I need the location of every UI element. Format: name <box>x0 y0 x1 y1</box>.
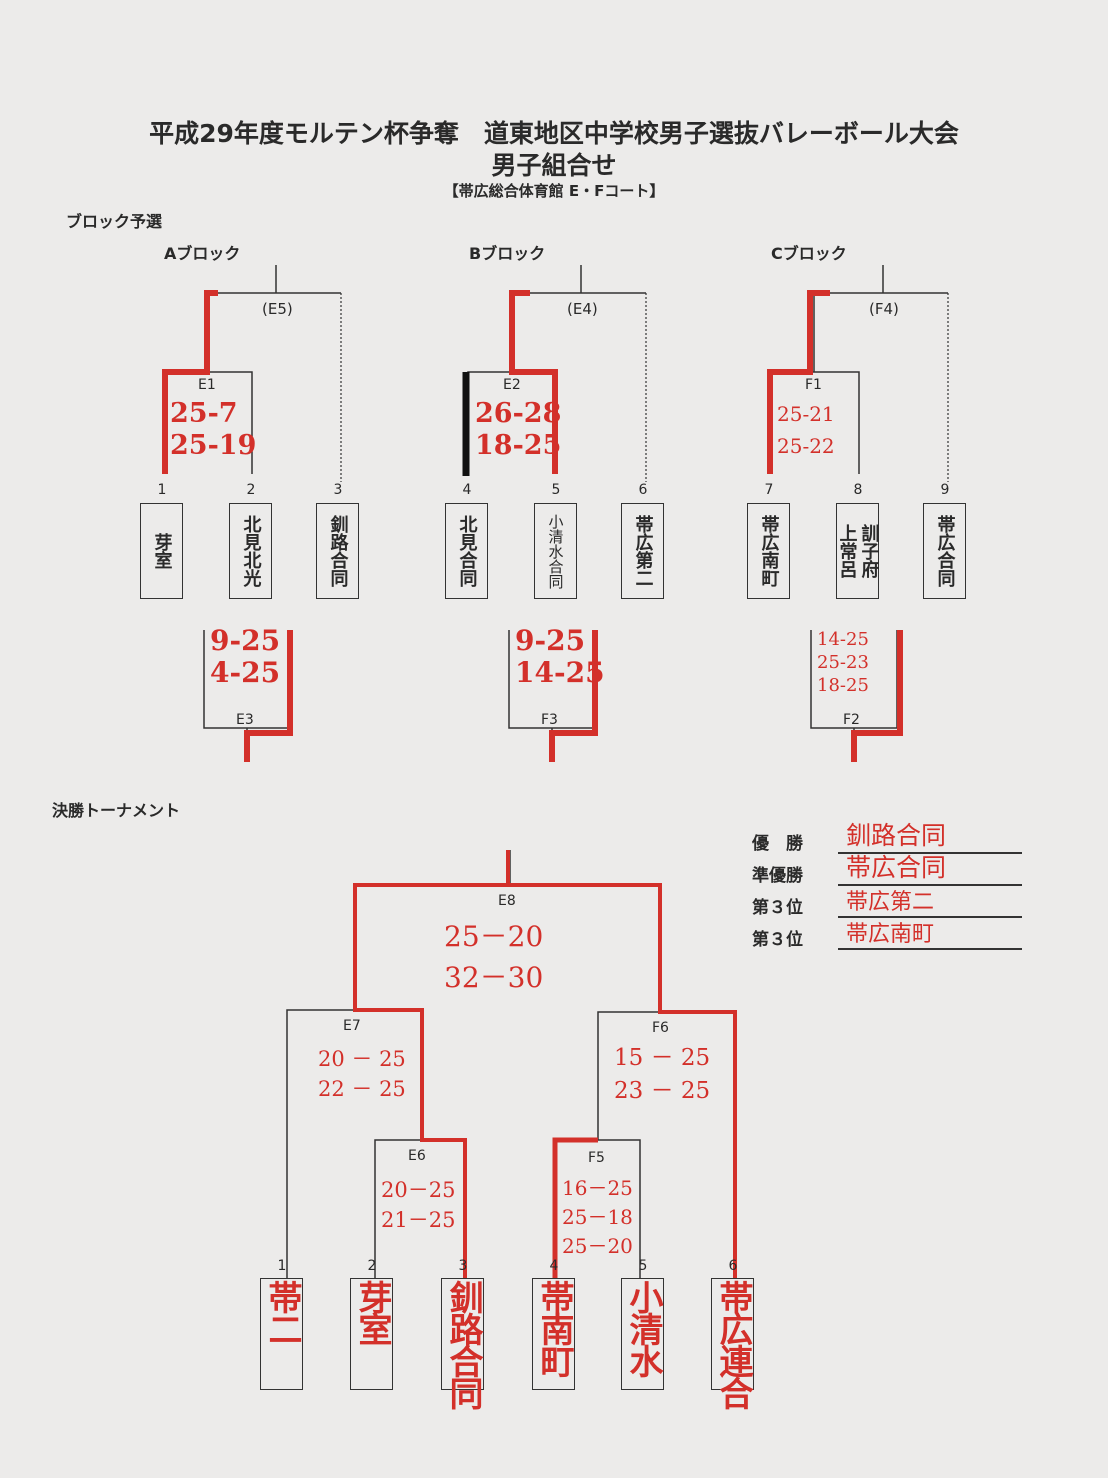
match-score: 15 － 25 23 － 25 <box>614 1045 711 1105</box>
document-subtitle: 男子組合せ <box>491 151 617 180</box>
match-label: F5 <box>588 1150 605 1166</box>
team-box <box>260 1278 303 1390</box>
winner-path <box>244 630 293 762</box>
rank-label: 優 勝 <box>752 834 803 854</box>
winner-path <box>851 630 903 762</box>
winner-path <box>509 290 558 474</box>
team-number: 2 <box>367 1258 377 1274</box>
team-number: 4 <box>549 1258 559 1274</box>
match-label: E1 <box>198 377 216 393</box>
block-name: Bブロック <box>469 244 546 263</box>
match-label: E3 <box>236 712 254 728</box>
team-box <box>441 1278 484 1390</box>
document-title: 平成29年度モルテン杯争奪 道東地区中学校男子選抜バレーボール大会 <box>149 119 959 148</box>
results-table: 優 勝釧路合同 準優勝帯広合同 第３位帯広第二 第３位帯広南町 <box>752 821 1022 950</box>
team-box <box>350 1278 393 1390</box>
match-label: F2 <box>843 712 860 728</box>
team-box: 北見北光 <box>229 503 272 599</box>
winner-path <box>767 290 830 474</box>
team-number: 1 <box>277 1258 287 1274</box>
team-number: 6 <box>728 1258 738 1274</box>
team-number: 4 <box>462 482 472 498</box>
winner-path <box>552 1137 598 1278</box>
winner-path <box>549 630 598 762</box>
match-label: F6 <box>652 1020 669 1036</box>
rank-team: 帯広合同 <box>838 848 1022 886</box>
team-box: 釧路合同 <box>316 503 359 599</box>
team-box: 帯広南町 <box>747 503 790 599</box>
team-box <box>711 1278 754 1390</box>
match-label: E2 <box>503 377 521 393</box>
match-score: 25－20 32－30 <box>444 920 544 994</box>
team-name: 小清水 <box>623 1280 663 1376</box>
match-score: 14-25 25-23 18-25 <box>817 629 869 696</box>
match-label: (E4) <box>567 300 598 318</box>
match-label: E8 <box>498 893 516 909</box>
venue: 【帯広総合体育館 E・Fコート】 <box>443 182 665 200</box>
rank-team: 帯広南町 <box>838 916 1022 950</box>
team-number: 9 <box>940 482 950 498</box>
team-name: 芽室 <box>352 1280 392 1344</box>
match-label: (F4) <box>869 300 899 318</box>
match-label: E7 <box>343 1018 361 1034</box>
team-name: 帯南町 <box>534 1280 574 1376</box>
match-score: 16－25 25－18 25－20 <box>562 1176 633 1258</box>
winner-path <box>353 850 510 1278</box>
team-box: 芽室 <box>140 503 183 599</box>
team-number: 1 <box>157 482 167 498</box>
match-score: 20 － 25 22 － 25 <box>318 1047 406 1102</box>
match-score: 26-28 18-25 <box>475 398 562 461</box>
rank-team: 帯広第二 <box>838 884 1022 918</box>
match-label: (E5) <box>262 300 293 318</box>
block-name: Cブロック <box>771 244 847 263</box>
match-score: 25-21 25-22 <box>777 402 835 458</box>
match-label: F1 <box>805 377 822 393</box>
winner-path <box>508 883 737 1278</box>
team-number: 6 <box>638 482 648 498</box>
rank-label: 準優勝 <box>752 866 803 886</box>
team-box: 小清水合同 <box>534 503 577 599</box>
match-label: F3 <box>541 712 558 728</box>
team-box: 帯広第二 <box>621 503 664 599</box>
team-name: 釧路合同 <box>443 1280 483 1408</box>
winner-path <box>162 290 218 474</box>
team-number: 2 <box>246 482 256 498</box>
team-number: 3 <box>458 1258 468 1274</box>
team-number: 7 <box>764 482 774 498</box>
block-name: Aブロック <box>164 244 241 263</box>
team-box: 北見合同 <box>445 503 488 599</box>
team-box: 訓子府 上常呂 <box>836 503 880 599</box>
team-name: 帯広連合 <box>713 1280 753 1408</box>
match-score: 9-25 14-25 <box>515 624 605 689</box>
rank-team: 釧路合同 <box>838 816 1022 854</box>
team-number: 5 <box>638 1258 648 1274</box>
team-number: 8 <box>853 482 863 498</box>
team-box: 帯広合同 <box>923 503 966 599</box>
match-label: E6 <box>408 1148 426 1164</box>
final-label: 決勝トーナメント <box>52 801 181 820</box>
team-number: 3 <box>333 482 343 498</box>
rank-label: 第３位 <box>752 898 803 918</box>
team-box <box>532 1278 575 1390</box>
preliminary-label: ブロック予選 <box>66 212 163 231</box>
rank-label: 第３位 <box>752 930 803 950</box>
match-score: 9-25 4-25 <box>210 624 281 689</box>
team-box <box>621 1278 664 1390</box>
match-score: 20－25 21－25 <box>381 1178 456 1233</box>
team-name: 帯二 <box>262 1280 302 1344</box>
match-score: 25-7 25-19 <box>170 398 257 461</box>
team-number: 5 <box>551 482 561 498</box>
